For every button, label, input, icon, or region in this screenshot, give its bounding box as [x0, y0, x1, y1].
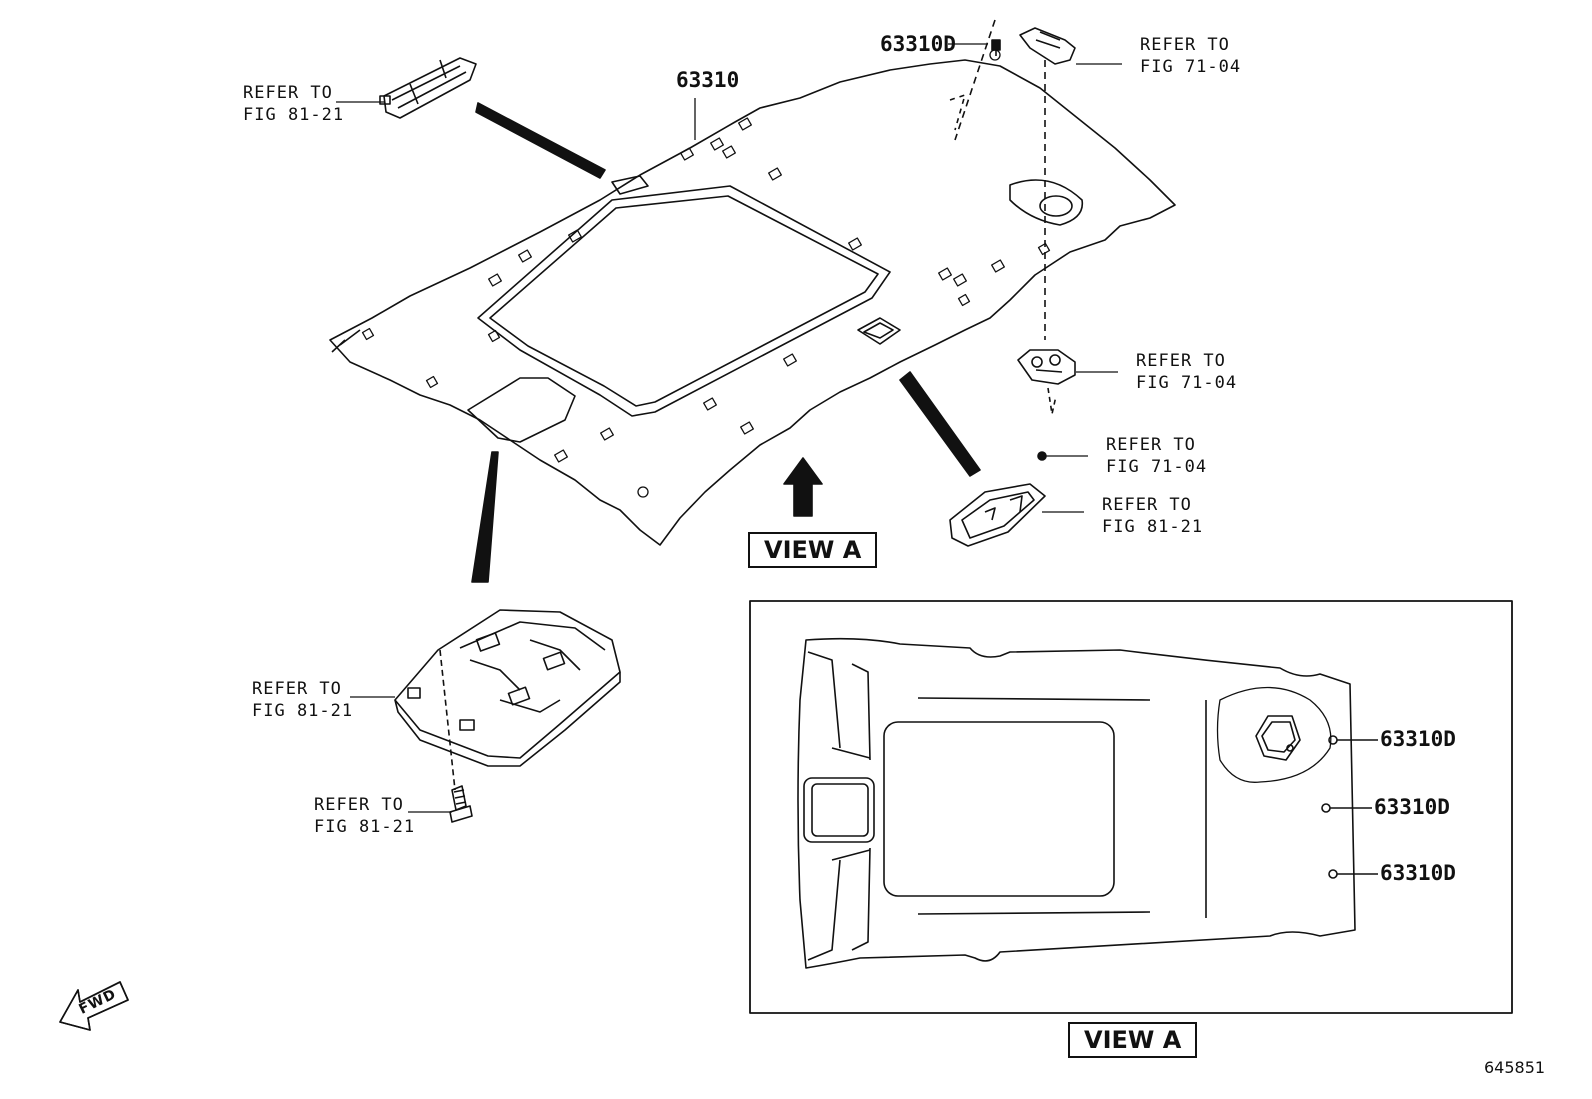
headliner-63310: [329, 19, 1176, 546]
leader-lines: [336, 43, 1122, 813]
pointer-upper-left: [475, 102, 606, 179]
dome-lamp: [949, 483, 1046, 547]
refer-label-81-21-dome: REFER TO FIG 81-21: [1102, 495, 1204, 537]
part-number-63310D-inset-2: 63310D: [1374, 795, 1450, 819]
clip-63310D-top: [991, 39, 1001, 56]
figure-number: 645851: [1484, 1058, 1546, 1077]
refer-label-81-21-upper: REFER TO FIG 81-21: [243, 83, 345, 125]
view-a-label-lower: VIEW A: [1068, 1022, 1198, 1058]
overhead-console: [394, 609, 621, 791]
rear-lamp-lower: [1017, 349, 1076, 385]
part-number-63310: 63310: [676, 68, 740, 92]
part-number-63310D-inset-3: 63310D: [1380, 861, 1456, 885]
pointer-lower-left: [471, 451, 499, 583]
refer-label-81-21-console: REFER TO FIG 81-21: [252, 679, 354, 721]
refer-label-71-04-upper: REFER TO FIG 71-04: [1140, 35, 1242, 77]
console-screw: [449, 785, 473, 823]
view-a-inset: [749, 600, 1513, 1014]
refer-label-71-04-middle: REFER TO FIG 71-04: [1136, 351, 1238, 393]
view-a-arrow: [783, 457, 823, 517]
rear-lamp-upper: [1019, 27, 1076, 65]
view-a-label-upper: VIEW A: [748, 532, 878, 568]
screw-71-04: [1037, 451, 1047, 461]
part-number-63310D-inset-1: 63310D: [1380, 727, 1456, 751]
pointer-center-right: [899, 371, 981, 477]
part-number-63310D-top: 63310D: [880, 32, 956, 56]
refer-label-71-04-lower: REFER TO FIG 71-04: [1106, 435, 1208, 477]
refer-label-81-21-screw: REFER TO FIG 81-21: [314, 795, 416, 837]
map-lamp-upper: [379, 57, 477, 119]
fwd-arrow: [59, 981, 129, 1031]
